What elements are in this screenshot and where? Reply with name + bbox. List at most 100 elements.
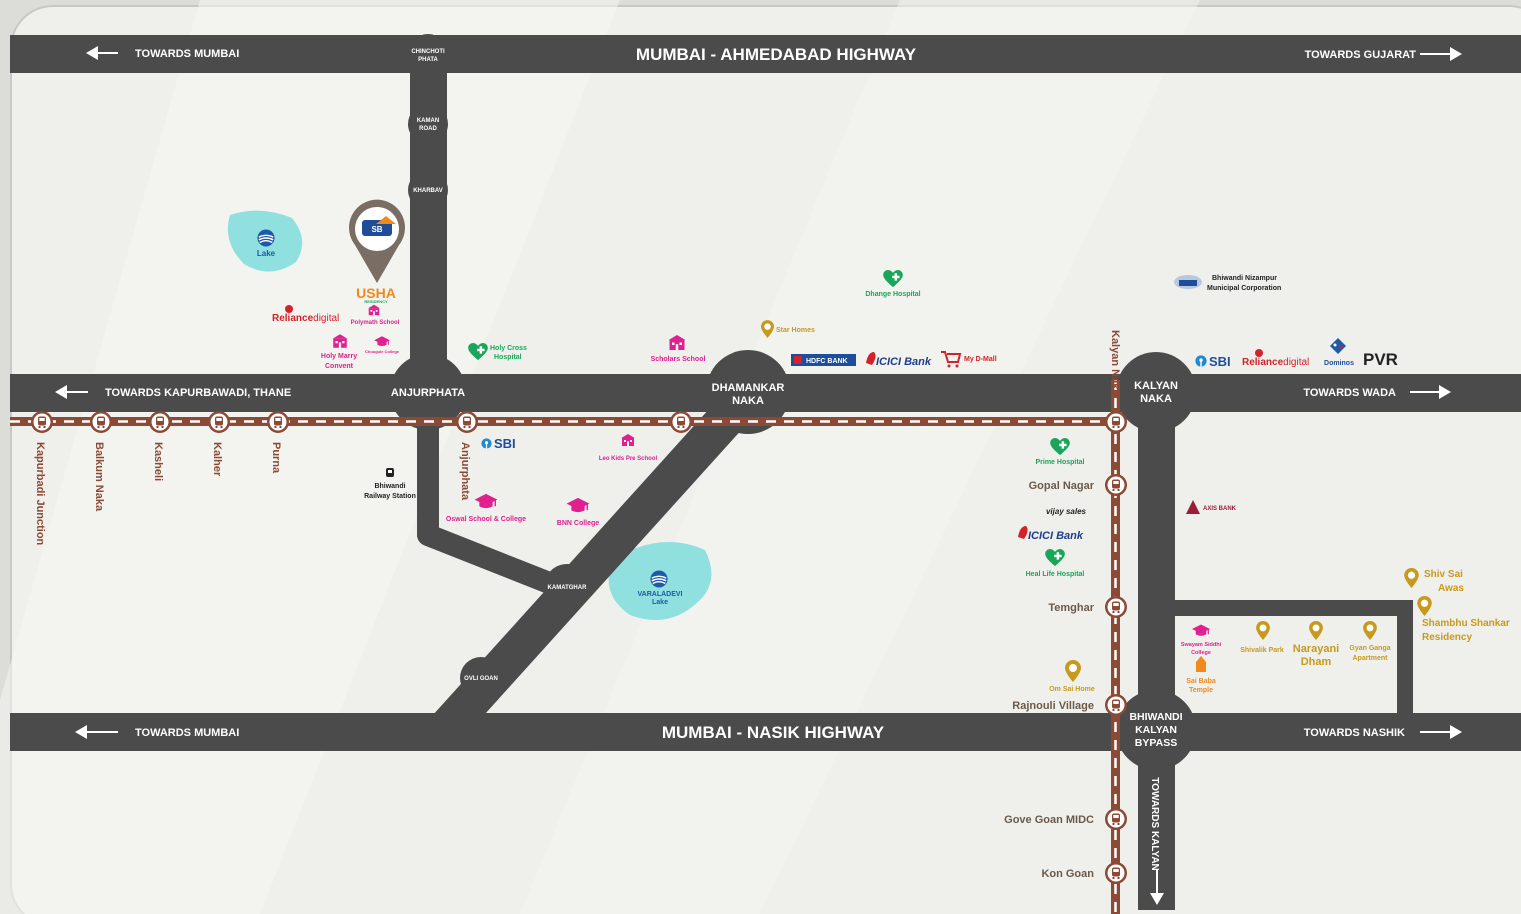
svg-text:Balkum Naka: Balkum Naka	[93, 442, 105, 512]
svg-text:Leo Kids Pre School: Leo Kids Pre School	[599, 456, 658, 462]
train-icon	[1105, 411, 1127, 433]
svg-text:KAMAN: KAMAN	[417, 118, 439, 124]
train-icon	[267, 411, 289, 433]
lake-icon	[650, 570, 668, 588]
svg-text:KALYAN: KALYAN	[1135, 724, 1177, 736]
junction-bypass: BHIWANDI	[1129, 711, 1182, 723]
reliance-digital-logo: Reliancedigital	[272, 313, 339, 324]
svg-text:Kalher: Kalher	[211, 442, 223, 477]
svg-text:Scholars School: Scholars School	[651, 356, 706, 363]
highway-vertical-label: TOWARDS KALYAN	[1149, 777, 1160, 871]
svg-text:BYPASS: BYPASS	[1135, 737, 1177, 749]
poi-bank-row: HDFC BANK ICICI Bank My D-Mall	[791, 351, 997, 368]
svg-text:Dham: Dham	[1301, 656, 1332, 668]
train-icon	[1105, 808, 1127, 830]
train-icon	[1105, 596, 1127, 618]
svg-text:Polymath School: Polymath School	[351, 320, 400, 326]
sbi-icon	[481, 438, 492, 449]
train-icon	[1105, 474, 1127, 496]
svg-text:Sai Baba: Sai Baba	[1186, 678, 1216, 685]
junction-ovli: OVLI GOAN	[464, 676, 498, 682]
highway-top-name: MUMBAI - AHMEDABAD HIGHWAY	[636, 45, 917, 64]
train-icon	[1105, 862, 1127, 884]
icici-logo: ICICI Bank	[876, 356, 932, 368]
svg-text:Kapurbadi Junction: Kapurbadi Junction	[34, 442, 46, 546]
svg-text:Purna: Purna	[270, 442, 282, 474]
svg-text:Hospital: Hospital	[494, 354, 522, 361]
railway-line	[10, 380, 1120, 914]
svg-text:Lake: Lake	[652, 599, 668, 606]
svg-text:Holy Marry: Holy Marry	[321, 353, 357, 360]
sbi-icon	[1195, 355, 1207, 367]
highway-top-right: TOWARDS GUJARAT	[1305, 49, 1417, 61]
svg-text:Municipal Corporation: Municipal Corporation	[1207, 285, 1281, 292]
lake-label: Lake	[257, 249, 276, 258]
highway-bottom-right: TOWARDS NASHIK	[1304, 727, 1405, 739]
svg-text:Star Homes: Star Homes	[776, 327, 815, 334]
svg-text:Chougule College: Chougule College	[365, 349, 400, 354]
svg-text:Gopal Nagar: Gopal Nagar	[1029, 480, 1095, 492]
lake-icon	[257, 229, 275, 247]
svg-text:Bhiwandi Nizampur: Bhiwandi Nizampur	[1212, 275, 1277, 282]
junction-labels: CHINCHOTI PHATA KAMAN ROAD KHARBAV ANJUR…	[391, 49, 1183, 749]
project-location-marker[interactable]: SB USHA RESIDENCY	[349, 199, 406, 304]
svg-text:PHATA: PHATA	[418, 57, 438, 63]
highway-labels: MUMBAI - AHMEDABAD HIGHWAY TOWARDS MUMBA…	[105, 45, 1416, 871]
train-icon	[1105, 694, 1127, 716]
svg-text:Holy Cross: Holy Cross	[490, 345, 527, 352]
svg-text:Kalyan Naka: Kalyan Naka	[1109, 330, 1121, 396]
icici-logo: ICICI Bank	[1028, 530, 1084, 542]
svg-text:Apartment: Apartment	[1352, 655, 1388, 662]
svg-text:Kon Goan: Kon Goan	[1041, 868, 1094, 880]
svg-text:NAKA: NAKA	[1140, 393, 1172, 405]
svg-text:College: College	[1191, 650, 1211, 656]
cart-icon	[941, 351, 962, 363]
svg-text:Dominos: Dominos	[1324, 360, 1354, 367]
icici-icon	[866, 352, 876, 365]
train-icon	[456, 411, 478, 433]
junction-dhamankar: DHAMANKAR	[712, 382, 785, 394]
svg-text:Convent: Convent	[325, 363, 354, 370]
svg-text:CHINCHOTI: CHINCHOTI	[411, 49, 445, 55]
svg-text:HDFC BANK: HDFC BANK	[806, 358, 848, 365]
temple-icon	[1196, 656, 1206, 672]
svg-text:NAKA: NAKA	[732, 395, 764, 407]
svg-text:AXIS BANK: AXIS BANK	[1203, 506, 1237, 512]
poi-residential-right: Shiv Sai Awas Shambhu Shankar Residency …	[1181, 568, 1510, 694]
svg-text:Narayani: Narayani	[1293, 643, 1339, 655]
train-icon	[90, 411, 112, 433]
poi-right-cluster: Bhiwandi Nizampur Municipal Corporation …	[1174, 275, 1398, 369]
reliance-icon	[285, 305, 293, 313]
svg-text:Gove Goan MIDC: Gove Goan MIDC	[1004, 814, 1094, 826]
svg-text:VARALADEVI: VARALADEVI	[638, 591, 683, 598]
train-icon	[670, 411, 692, 433]
junction-kamatghar: KAMATGHAR	[548, 585, 588, 591]
svg-text:Gyan Ganga: Gyan Ganga	[1349, 645, 1390, 652]
direction-arrows	[55, 46, 1462, 905]
highway-mid-left: TOWARDS KAPURBAWADI, THANE	[105, 387, 291, 399]
usha-logo: USHA	[356, 285, 396, 301]
svg-text:Dhange Hospital: Dhange Hospital	[865, 291, 920, 298]
svg-text:Awas: Awas	[1438, 583, 1464, 594]
svg-text:Shiv Sai: Shiv Sai	[1424, 569, 1463, 580]
poi-lower-left: SBI Leo Kids Pre School Bhiwandi Railway…	[364, 434, 657, 527]
rail-station-labels: Kapurbadi Junction Balkum Naka Kasheli K…	[34, 330, 1121, 880]
train-icon	[149, 411, 171, 433]
svg-text:Residency: Residency	[1422, 632, 1472, 643]
icici-icon	[1018, 526, 1028, 539]
sbi-logo: SBI	[1209, 354, 1231, 369]
svg-text:Shivalik Park: Shivalik Park	[1240, 647, 1284, 654]
svg-text:Prime Hospital: Prime Hospital	[1035, 459, 1084, 466]
svg-text:SBI: SBI	[494, 436, 516, 451]
svg-text:Bhiwandi: Bhiwandi	[374, 483, 405, 490]
highway-mid-right: TOWARDS WADA	[1303, 387, 1396, 399]
pvr-logo: PVR	[1363, 350, 1398, 369]
junction-kharbav: KHARBAV	[413, 188, 443, 194]
highway-top-left: TOWARDS MUMBAI	[135, 48, 239, 60]
svg-text:Temghar: Temghar	[1048, 602, 1094, 614]
axis-bank-icon	[1186, 500, 1200, 514]
dominos-icon	[1330, 338, 1346, 354]
reliance-icon	[1255, 349, 1263, 357]
svg-text:Heal Life Hospital: Heal Life Hospital	[1026, 571, 1085, 578]
svg-text:Om Sai Home: Om Sai Home	[1049, 686, 1095, 693]
